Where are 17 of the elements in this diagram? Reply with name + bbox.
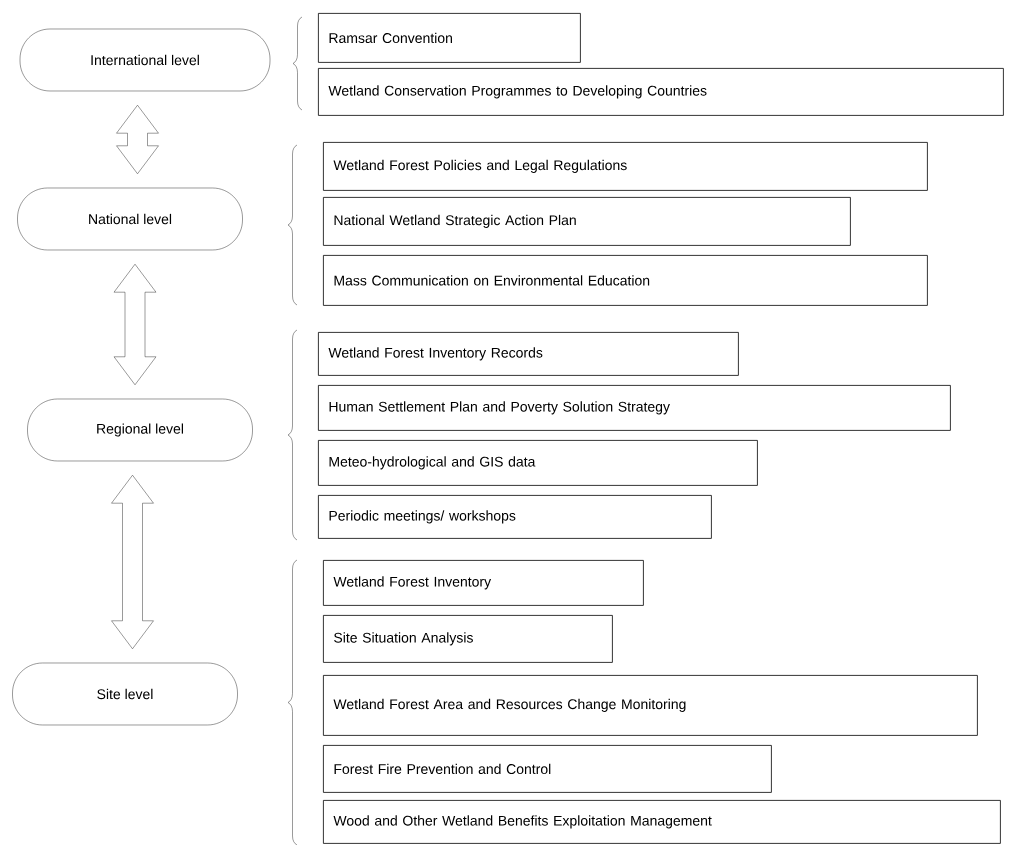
item-box: National Wetland Strategic Action Plan xyxy=(323,197,851,246)
double-arrow xyxy=(113,264,157,385)
item-box: Wetland Forest Inventory xyxy=(323,560,644,606)
item-box: Site Situation Analysis xyxy=(323,615,613,663)
item-box: Wetland Forest Area and Resources Change Monitoring xyxy=(323,675,978,736)
item-box: Wood and Other Wetland Benefits Exploitation Management xyxy=(323,800,1001,844)
item-box: Forest Fire Prevention and Control xyxy=(323,745,772,793)
item-box: Wetland Forest Inventory Records xyxy=(318,332,739,376)
item-box: Mass Communication on Environmental Education xyxy=(323,255,928,306)
item-box: Human Settlement Plan and Poverty Solution Strategy xyxy=(318,385,951,431)
item-box: Wetland Forest Policies and Legal Regulations xyxy=(323,142,928,191)
double-arrow xyxy=(111,475,154,649)
item-box: Wetland Conservation Programmes to Developing Countries xyxy=(318,68,1004,116)
item-box: Periodic meetings/ workshops xyxy=(318,495,712,539)
double-arrow xyxy=(116,105,159,174)
item-box: Meteo-hydrological and GIS data xyxy=(318,440,758,486)
item-box: Ramsar Convention xyxy=(318,13,581,63)
